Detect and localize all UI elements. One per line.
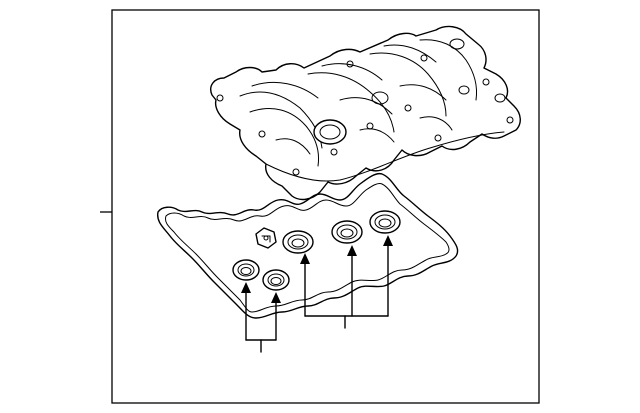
arrowhead xyxy=(347,245,357,256)
intake-manifold xyxy=(210,25,521,201)
sensor-plug xyxy=(255,227,277,249)
callout-right-group xyxy=(300,235,393,329)
seal-ring-1 xyxy=(232,259,260,281)
arrowhead xyxy=(241,282,251,293)
seal-ring-5 xyxy=(369,210,401,234)
arrowhead xyxy=(271,292,281,303)
diagram-frame xyxy=(111,9,540,404)
seal-ring-2 xyxy=(262,269,290,291)
seal-ring-4 xyxy=(331,220,363,244)
arrowhead xyxy=(300,253,310,264)
arrowhead xyxy=(383,235,393,246)
seal-ring-3 xyxy=(282,230,314,254)
callout-left-group xyxy=(241,282,281,353)
